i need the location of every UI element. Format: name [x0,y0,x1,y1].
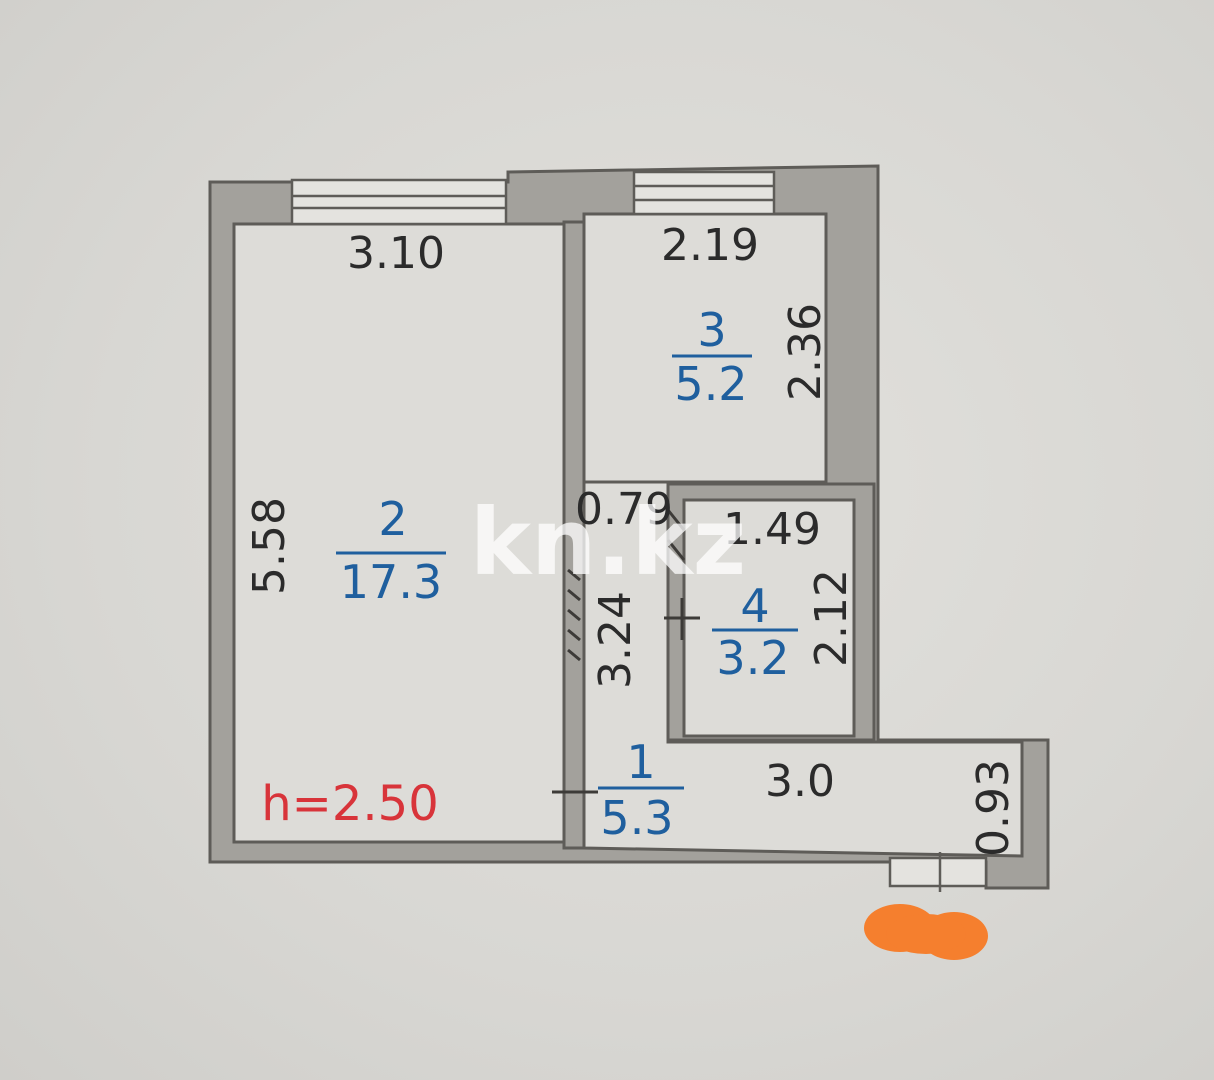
dim-room-4-width: 1.49 [723,504,821,555]
room-2-number: 2 [378,492,407,546]
window-room-3 [632,170,776,216]
dim-room-1-length: 3.0 [765,756,835,807]
room-3-area: 5.2 [674,357,747,411]
room-2-area: 17.3 [340,555,442,609]
room-4-area: 3.2 [716,631,789,685]
room-4-number: 4 [740,579,769,633]
window-room-2 [290,178,508,226]
room-1-area: 5.3 [600,791,673,845]
room-2-floor [232,222,566,844]
room-1-number: 1 [626,735,655,789]
redaction-mark [864,904,988,960]
dim-corridor-width: 0.79 [575,484,673,535]
room-4-floor [682,498,856,738]
ceiling-height-label: h=2.50 [261,776,439,832]
dim-room-2-length: 5.58 [244,497,295,595]
watermark-logo: kn.kz [470,489,746,596]
dim-room-2-width: 3.10 [347,228,445,279]
room-4-walls [666,482,876,742]
entrance-door [888,852,988,892]
dim-room-1-width: 0.93 [968,759,1019,857]
partition-wall [562,220,586,850]
room-3-number: 3 [697,303,726,357]
dim-room-3-length: 2.36 [780,303,831,401]
dim-room-4-length: 2.12 [806,569,857,667]
dim-corridor-length: 3.24 [590,591,641,689]
door-marks [552,509,700,794]
dim-room-3-width: 2.19 [661,220,759,271]
